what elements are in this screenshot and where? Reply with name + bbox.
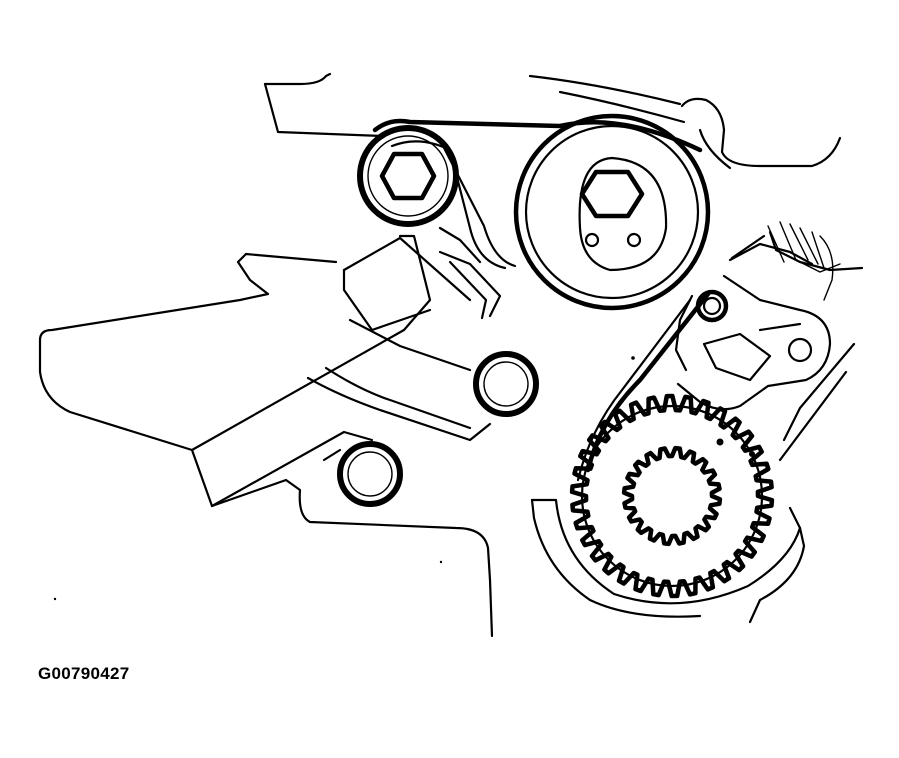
right-tensioner-plate — [674, 230, 864, 411]
upper-engine-casing — [263, 72, 842, 170]
lower-engine-casing — [210, 448, 494, 638]
tensioner-bolt-upper — [473, 351, 539, 417]
tensioner-bolt-lower — [337, 441, 403, 507]
idler-pulley — [357, 125, 459, 227]
camshaft-pulley — [513, 113, 711, 311]
wiring-harness — [767, 221, 841, 301]
figure-id-label: G00790427 — [38, 664, 130, 683]
lower-cover — [530, 498, 806, 624]
timing-belt — [372, 118, 711, 482]
crankshaft-sprocket — [569, 393, 775, 599]
tensioner-bracket — [38, 226, 502, 508]
right-casing-edge — [730, 234, 856, 462]
